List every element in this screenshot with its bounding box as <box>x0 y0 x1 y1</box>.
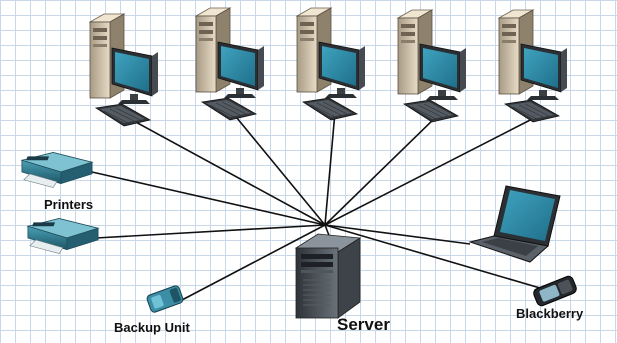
link-printer-2 <box>95 224 326 239</box>
blackberry-label: Blackberry <box>516 306 584 321</box>
link-workstation-4 <box>324 114 439 226</box>
link-workstation-3 <box>324 111 336 226</box>
workstations <box>89 7 568 127</box>
printer-2[interactable] <box>27 217 99 255</box>
link-laptop <box>324 224 471 245</box>
link-workstation-5 <box>324 114 541 226</box>
link-workstation-2 <box>231 111 326 226</box>
link-blackberry <box>324 224 541 289</box>
backup-unit[interactable] <box>146 285 184 314</box>
blackberry-device[interactable] <box>532 275 578 307</box>
server[interactable] <box>294 233 362 319</box>
printer-1[interactable] <box>21 151 93 189</box>
workstation-4[interactable] <box>397 9 467 123</box>
backup-unit-label: Backup Unit <box>114 320 190 335</box>
connection-lines <box>91 111 541 301</box>
link-backup <box>181 224 326 301</box>
server-label: Server <box>337 315 390 334</box>
laptop[interactable] <box>468 185 561 263</box>
workstation-2[interactable] <box>195 7 265 121</box>
link-workstation-1 <box>131 119 326 226</box>
printers-label: Printers <box>44 197 94 212</box>
link-printer-1 <box>91 171 326 226</box>
workstation-5[interactable] <box>498 9 568 123</box>
workstation-3[interactable] <box>296 7 366 121</box>
workstation-1[interactable] <box>89 13 159 127</box>
